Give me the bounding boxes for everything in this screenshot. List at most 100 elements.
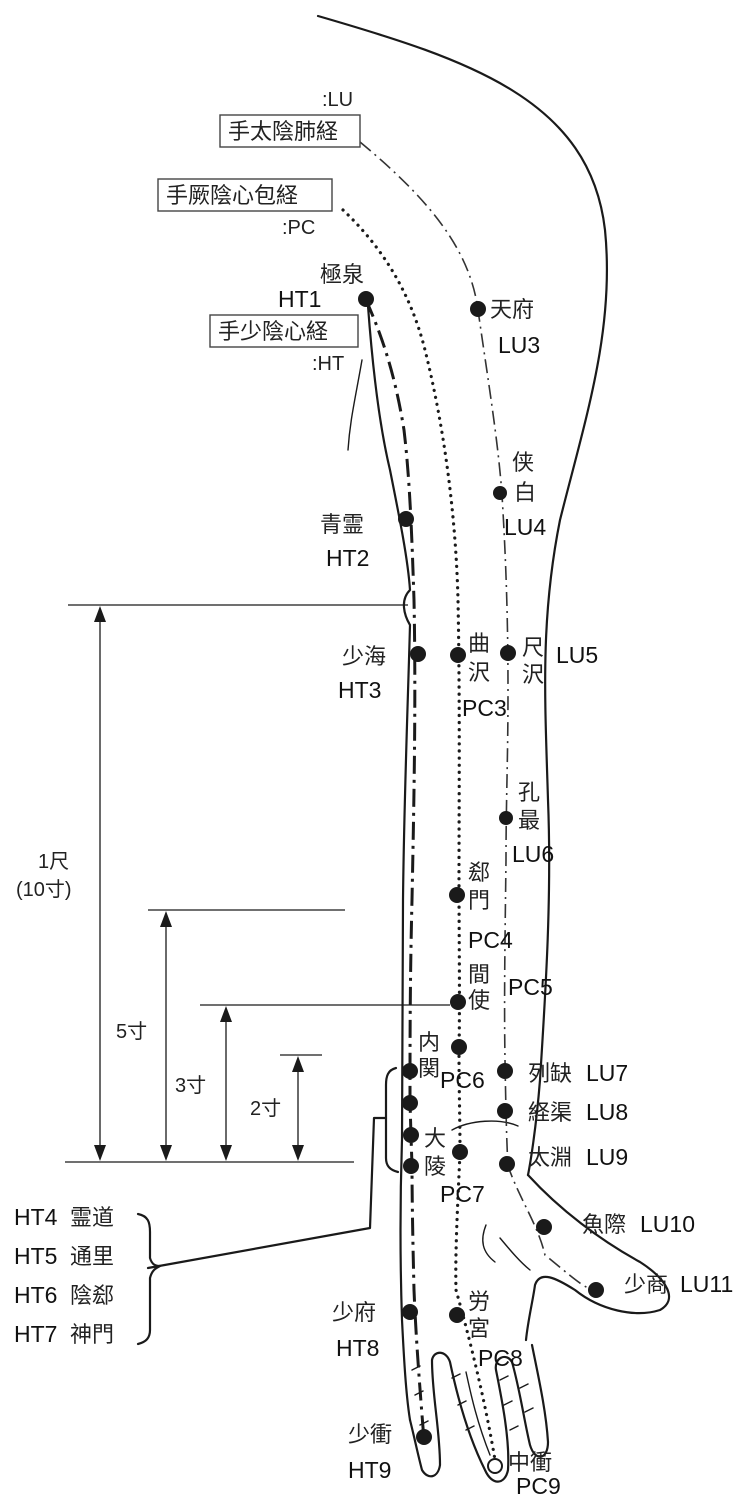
lu10-code: LU10 bbox=[640, 1211, 695, 1237]
wrist-item-code: HT5 bbox=[14, 1243, 57, 1269]
lu-meridian-label: :LU 手太陰肺経 bbox=[220, 89, 360, 147]
pc-meridian-line bbox=[343, 210, 495, 1460]
pc-meridian-name: 手厥陰心包経 bbox=[166, 184, 298, 209]
pc9-point[interactable] bbox=[488, 1459, 502, 1473]
ht7-point[interactable] bbox=[403, 1158, 419, 1174]
pc7-name-2: 陵 bbox=[424, 1155, 446, 1180]
lu9-point[interactable] bbox=[499, 1156, 515, 1172]
pc8-name-2: 宮 bbox=[468, 1317, 490, 1342]
pc4-name-1: 郄 bbox=[468, 861, 490, 886]
pc6-code: PC6 bbox=[440, 1067, 485, 1093]
lu8-code: LU8 bbox=[586, 1099, 628, 1125]
lu11-name: 少商 bbox=[624, 1273, 668, 1298]
lu4-point[interactable] bbox=[493, 486, 507, 500]
pc8-name-1: 労 bbox=[468, 1290, 490, 1315]
pc-meridian-label: 手厥陰心包経 :PC bbox=[158, 179, 332, 239]
pc4-name-2: 門 bbox=[468, 889, 490, 914]
ht2-code: HT2 bbox=[326, 545, 369, 571]
pc9-code: PC9 bbox=[516, 1473, 561, 1497]
ht3-name: 少海 bbox=[342, 645, 386, 670]
ht9-point[interactable] bbox=[416, 1429, 432, 1445]
lu10-point[interactable] bbox=[536, 1219, 552, 1235]
lu4-code: LU4 bbox=[504, 514, 546, 540]
lu10-name: 魚際 bbox=[582, 1213, 626, 1238]
one-shaku-label: 1尺 bbox=[38, 851, 69, 873]
pc6-name-1: 内 bbox=[418, 1031, 440, 1056]
ht8-code: HT8 bbox=[336, 1335, 379, 1361]
pc5-name-1: 間 bbox=[468, 963, 490, 988]
three-sun-label: 3寸 bbox=[175, 1074, 206, 1097]
wrist-item-code: HT4 bbox=[14, 1204, 58, 1230]
ht-meridian-line bbox=[366, 300, 424, 1440]
pc4-point[interactable] bbox=[449, 887, 465, 903]
wrist-item-code: HT6 bbox=[14, 1282, 57, 1308]
lu3-name: 天府 bbox=[490, 298, 534, 323]
pc5-point[interactable] bbox=[450, 994, 466, 1010]
wrist-item-code: HT7 bbox=[14, 1321, 57, 1347]
lu9-code: LU9 bbox=[586, 1144, 628, 1170]
pc6-point[interactable] bbox=[451, 1039, 467, 1055]
pc-abbr: :PC bbox=[282, 217, 315, 239]
lu-meridian-name: 手太陰肺経 bbox=[228, 120, 338, 145]
ht1-code: HT1 bbox=[278, 286, 321, 312]
pc7-code: PC7 bbox=[440, 1181, 485, 1207]
lu9-name: 太淵 bbox=[528, 1146, 572, 1171]
ht-abbr: :HT bbox=[312, 353, 344, 375]
pc7-point[interactable] bbox=[452, 1144, 468, 1160]
lu7-point[interactable] bbox=[497, 1063, 513, 1079]
pc3-point[interactable] bbox=[450, 647, 466, 663]
measurement-guides bbox=[65, 605, 450, 1162]
ht6-point[interactable] bbox=[403, 1127, 419, 1143]
pc5-code: PC5 bbox=[508, 974, 553, 1000]
lu6-code: LU6 bbox=[512, 841, 554, 867]
lu8-point[interactable] bbox=[497, 1103, 513, 1119]
pc3-code: PC3 bbox=[462, 695, 507, 721]
pc8-point[interactable] bbox=[449, 1307, 465, 1323]
ht3-code: HT3 bbox=[338, 677, 381, 703]
wrist-item-name: 陰郄 bbox=[70, 1284, 114, 1309]
pc3-name-2: 沢 bbox=[468, 661, 490, 686]
lu5-code: LU5 bbox=[556, 642, 598, 668]
lu3-point[interactable] bbox=[470, 301, 486, 317]
lu5-name-2: 沢 bbox=[522, 663, 544, 688]
ht1-point[interactable] bbox=[358, 291, 374, 307]
ht-meridian-name: 手少陰心経 bbox=[218, 320, 328, 345]
ht3-point[interactable] bbox=[410, 646, 426, 662]
lu7-name: 列缺 bbox=[528, 1062, 572, 1087]
lu4-name-1: 侠 bbox=[512, 451, 534, 476]
wrist-item-name: 霊道 bbox=[70, 1206, 114, 1231]
ht9-code: HT9 bbox=[348, 1457, 391, 1483]
ht1-name: 極泉 bbox=[320, 263, 364, 288]
ht8-point[interactable] bbox=[402, 1304, 418, 1320]
pc7-name-1: 大 bbox=[424, 1127, 446, 1152]
ht2-name: 青霊 bbox=[320, 513, 364, 538]
pc3-name-1: 曲 bbox=[468, 632, 490, 657]
ht8-name: 少府 bbox=[332, 1301, 376, 1326]
lu6-name-1: 孔 bbox=[518, 781, 540, 806]
lu6-point[interactable] bbox=[499, 811, 513, 825]
two-sun-label: 2寸 bbox=[250, 1097, 281, 1120]
wrist-item-name: 神門 bbox=[70, 1323, 114, 1348]
ht5-point[interactable] bbox=[402, 1095, 418, 1111]
pc4-code: PC4 bbox=[468, 927, 513, 953]
lu6-name-2: 最 bbox=[518, 809, 540, 834]
ht2-point[interactable] bbox=[398, 511, 414, 527]
five-sun-label: 5寸 bbox=[116, 1020, 147, 1043]
ht-meridian-label: 手少陰心経 :HT bbox=[210, 315, 358, 375]
pc8-code: PC8 bbox=[478, 1345, 523, 1371]
lu4-name-2: 白 bbox=[514, 481, 536, 506]
lu11-point[interactable] bbox=[588, 1282, 604, 1298]
pc6-name-2: 関 bbox=[418, 1057, 440, 1082]
arm-outline bbox=[318, 16, 669, 1482]
ht9-name: 少衝 bbox=[348, 1423, 392, 1448]
ht4-point[interactable] bbox=[402, 1063, 418, 1079]
ten-sun-label: (10寸) bbox=[16, 878, 72, 901]
lu11-code: LU11 bbox=[680, 1271, 733, 1297]
lu8-name: 経渠 bbox=[528, 1101, 572, 1126]
lu5-point[interactable] bbox=[500, 645, 516, 661]
lu3-code: LU3 bbox=[498, 332, 540, 358]
lu5-name-1: 尺 bbox=[522, 636, 544, 661]
wrist-item-name: 通里 bbox=[70, 1245, 114, 1270]
wrist-group-list: HT4 霊道 HT5 通里 HT6 陰郄 HT7 神門 bbox=[14, 1204, 114, 1348]
lu7-code: LU7 bbox=[586, 1060, 628, 1086]
